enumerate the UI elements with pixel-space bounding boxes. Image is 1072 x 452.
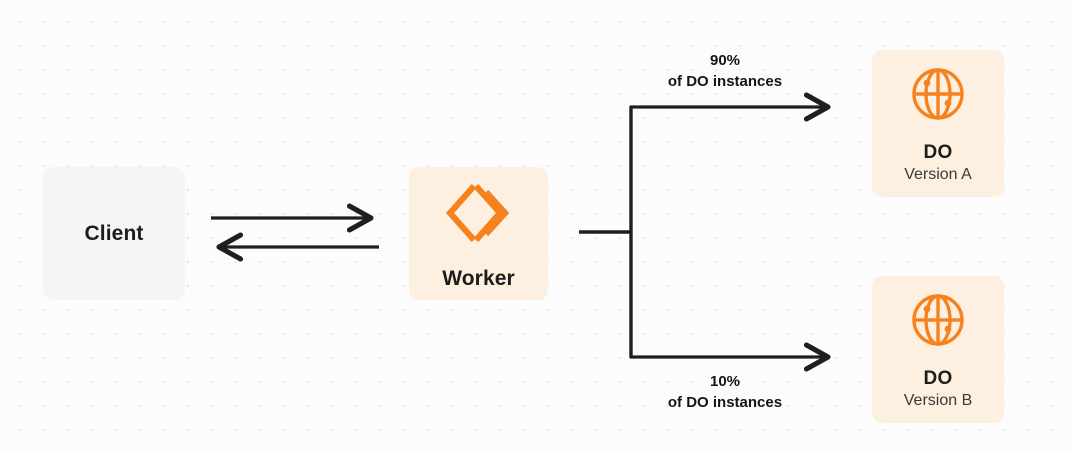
cloudflare-workers-icon — [445, 182, 512, 249]
edge-label-do-b: 10% of DO instances — [640, 372, 810, 413]
edge-worker-branch-trunk — [579, 106, 633, 358]
edge-label-do-a: 90% of DO instances — [640, 51, 810, 92]
globe-icon — [909, 291, 967, 354]
node-do-b: DO Version B — [872, 276, 1004, 423]
node-do-a-label: DO — [923, 142, 953, 164]
node-worker: Worker — [409, 167, 548, 300]
edge-label-do-b-detail: of DO instances — [667, 393, 783, 411]
globe-icon — [909, 65, 967, 128]
edge-label-do-a-detail: of DO instances — [667, 72, 783, 90]
node-client: Client — [43, 167, 185, 300]
node-worker-label: Worker — [442, 267, 515, 290]
node-do-b-sublabel: Version B — [903, 392, 973, 410]
node-do-a: DO Version A — [872, 50, 1004, 197]
node-do-a-sublabel: Version A — [904, 166, 972, 184]
edge-label-do-a-percent: 90% — [709, 52, 741, 69]
node-client-label: Client — [84, 221, 144, 245]
node-do-b-label: DO — [923, 368, 953, 390]
edge-label-do-b-percent: 10% — [709, 373, 741, 390]
